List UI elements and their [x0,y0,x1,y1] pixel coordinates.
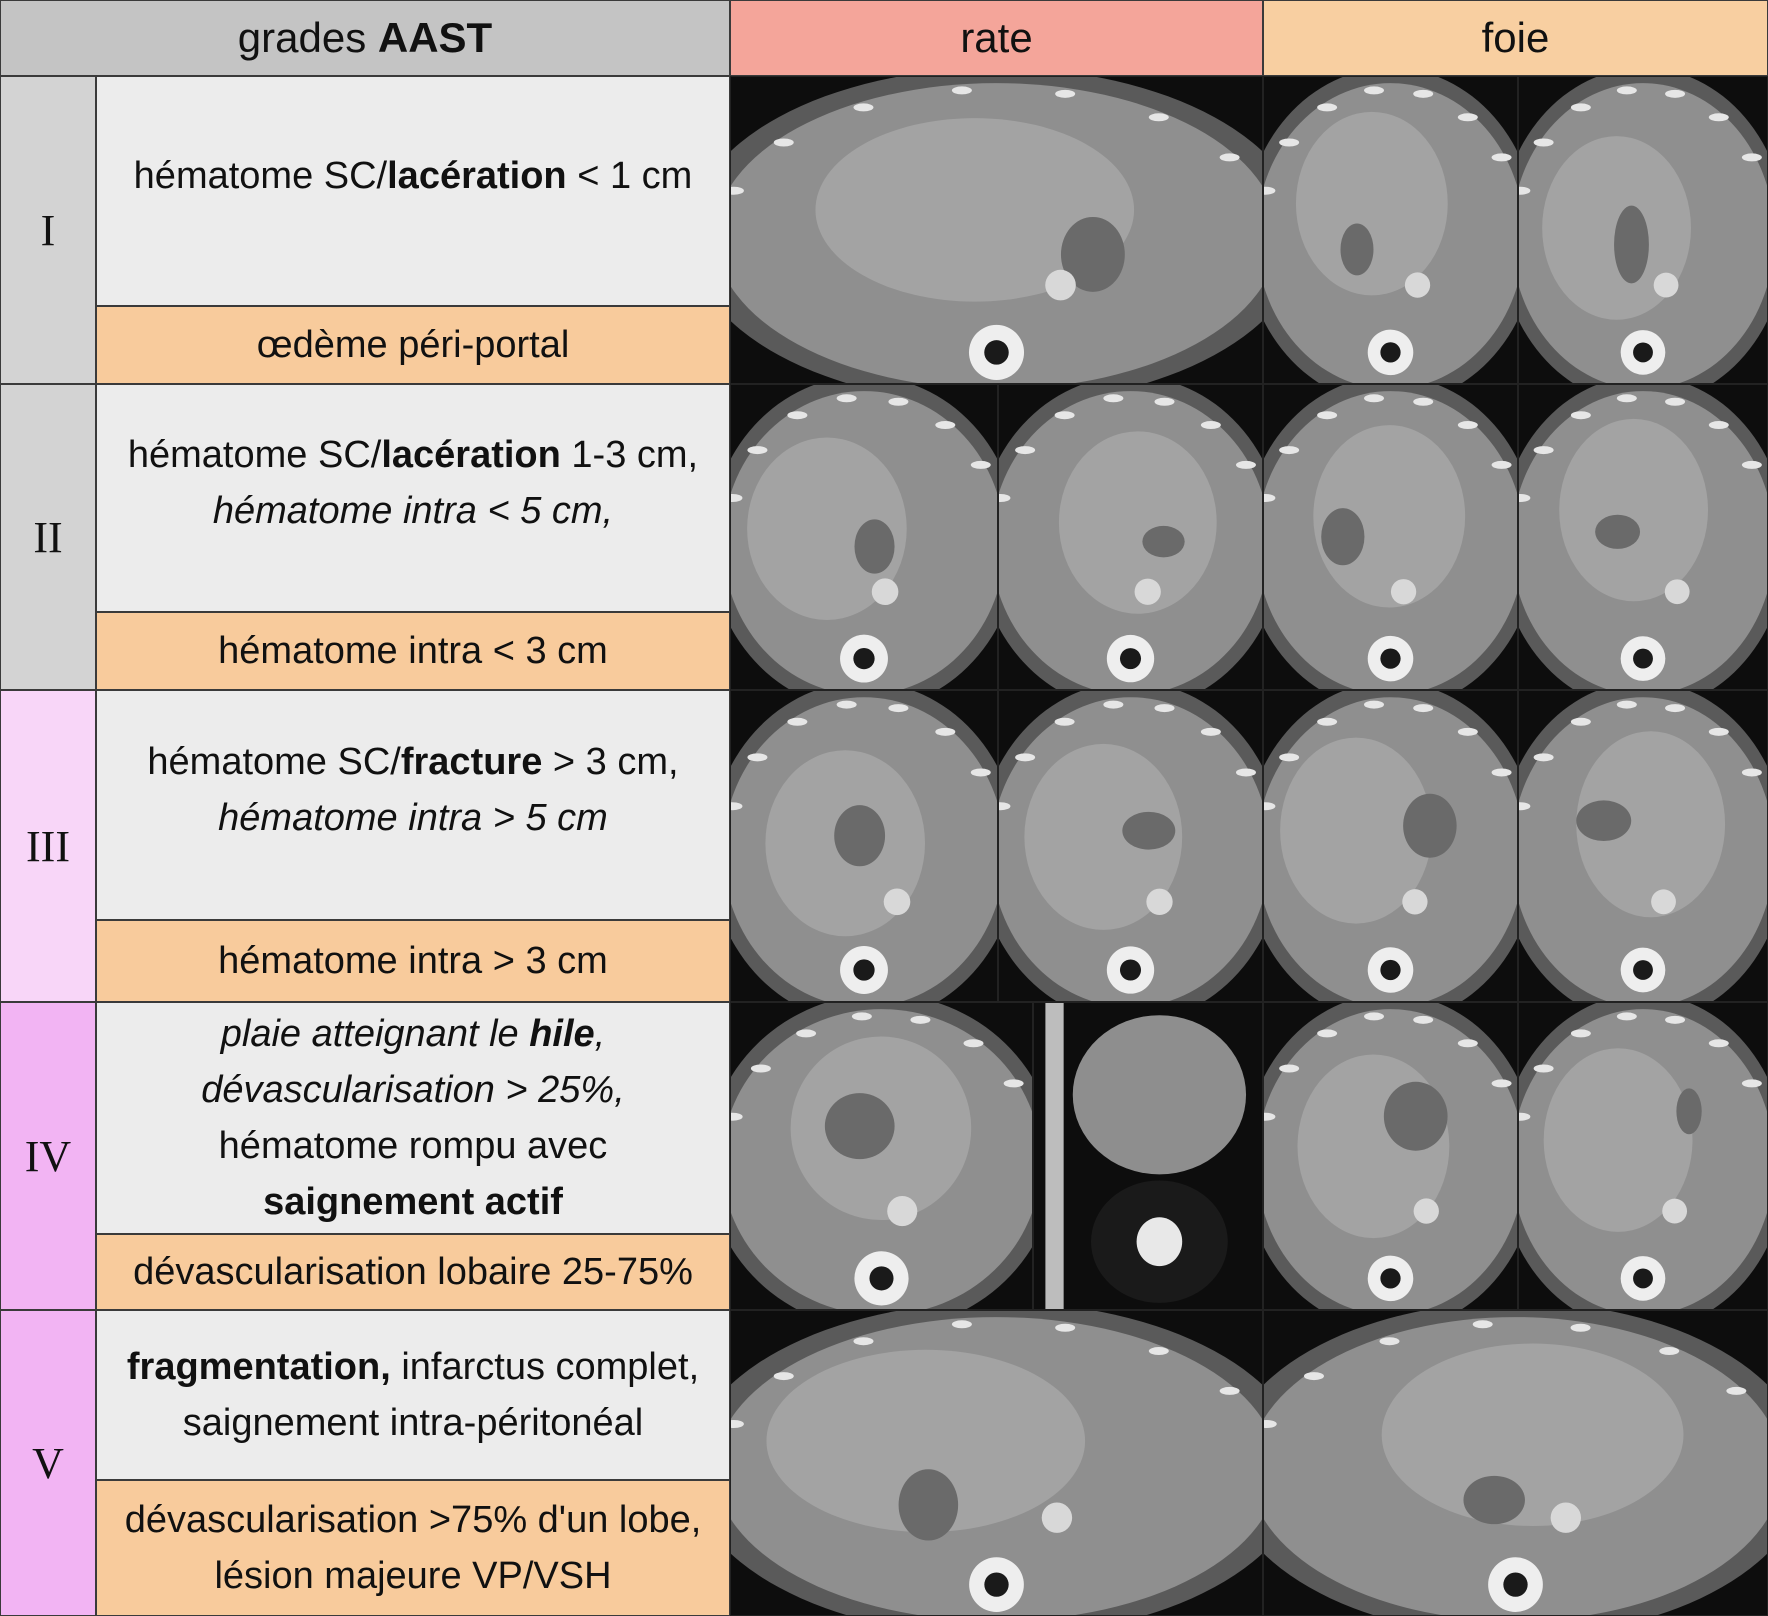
text-run: lacération [387,155,567,197]
description-cell-III: hématome SC/fracture > 3 cm, hématome int… [96,690,730,920]
text-run: hématome intra > 3 cm [218,940,608,982]
text-run: hématome intra > 5 cm [218,797,608,839]
header-foie: foie [1263,0,1768,76]
grade-cell-II: II [0,384,96,690]
ct-scan-graphic [1264,77,1517,383]
text-run: hématome rompu avec [218,1125,608,1167]
ct-image-foie-grade-II-a [1263,384,1518,690]
liver-criteria-cell-V: dévascularisation >75% d'un lobe, lésion … [96,1480,730,1616]
header-grades: grades AAST [0,0,730,76]
ct-scan-graphic [731,1311,1262,1615]
ct-image-foie-grade-III-a [1263,690,1518,1002]
text-run: saignement actif [263,1181,563,1223]
description-cell-IV: plaie atteignant le hile, dévascularisati… [96,1002,730,1234]
text-run: dévascularisation lobaire 25-75% [133,1251,693,1293]
text-run: saignement intra-péritonéal [182,1402,644,1444]
header-grades-prefix: grades [237,14,378,61]
grade-cell-I: I [0,76,96,384]
text-run: fragmentation, [126,1346,391,1388]
text-run: hématome intra < 3 cm [218,630,608,672]
grade-cell-IV: IV [0,1002,96,1310]
ct-image-rate-grade-III-b [998,690,1263,1002]
liver-criteria-line: hématome intra > 3 cm [218,933,608,989]
liver-criteria-line: dévascularisation >75% d'un lobe, [125,1492,702,1548]
ct-scan-graphic [1264,691,1517,1001]
liver-criteria-line: dévascularisation lobaire 25-75% [133,1244,693,1300]
liver-criteria-line: lésion majeure VP/VSH [125,1548,702,1604]
description-cell-I: hématome SC/lacération < 1 cm [96,76,730,306]
ct-scan-graphic [1519,385,1767,689]
ct-image-rate-grade-I [730,76,1263,384]
ct-scan-graphic [731,77,1262,383]
ct-scan-graphic [731,385,997,689]
description-line: saignement actif [201,1174,625,1230]
description-line: hématome SC/lacération < 1 cm [134,148,693,204]
text-run: hématome SC/ [147,741,401,783]
header-rate: rate [730,0,1263,76]
text-run: dévascularisation > 25%, [201,1069,625,1111]
liver-criteria-cell-I: œdème péri-portal [96,306,730,384]
text-run: fracture [400,741,543,783]
description-line: plaie atteignant le hile, [201,1006,625,1062]
description-line: hématome SC/fracture > 3 cm, [147,734,678,790]
liver-criteria-cell-III: hématome intra > 3 cm [96,920,730,1002]
text-run: infarctus complet, [390,1346,700,1388]
text-run: dévascularisation >75% d'un lobe, [124,1499,702,1541]
ct-scan-graphic [999,385,1262,689]
text-run: hématome SC/ [127,434,382,476]
ct-image-rate-grade-V [730,1310,1263,1616]
ct-scan-graphic [999,691,1262,1001]
ct-scan-graphic [1264,1311,1767,1615]
ct-scan-graphic [1264,385,1517,689]
ct-image-foie-grade-II-b [1518,384,1768,690]
ct-scan-graphic [1519,77,1767,383]
liver-criteria-line: œdème péri-portal [257,317,570,373]
text-run: > 3 cm, [542,741,679,783]
text-run: , [594,1013,606,1055]
ct-scan-graphic [1034,1003,1262,1309]
ct-image-foie-grade-V [1263,1310,1768,1616]
text-run: lacération [381,434,561,476]
description-line: hématome SC/lacération 1-3 cm, [128,427,698,483]
ct-image-foie-grade-III-b [1518,690,1768,1002]
ct-scan-graphic [731,691,997,1001]
text-run: 1-3 cm, [560,434,699,476]
description-line: saignement intra-péritonéal [127,1395,699,1451]
ct-image-rate-grade-III-a [730,690,998,1002]
description-line: hématome intra > 5 cm [147,790,678,846]
ct-image-rate-grade-IV-a [730,1002,1033,1310]
text-run: < 1 cm [566,155,693,197]
ct-scan-graphic [1519,1003,1767,1309]
ct-image-foie-grade-I-b [1518,76,1768,384]
ct-image-rate-grade-IV-b [1033,1002,1263,1310]
ct-scan-graphic [1264,1003,1517,1309]
grade-cell-V: V [0,1310,96,1616]
text-run: plaie atteignant le [220,1013,530,1055]
ct-image-rate-grade-II-b [998,384,1263,690]
liver-criteria-line: hématome intra < 3 cm [218,623,608,679]
ct-image-foie-grade-I-a [1263,76,1518,384]
ct-image-foie-grade-IV-a [1263,1002,1518,1310]
text-run: œdème péri-portal [256,324,570,366]
description-line: dévascularisation > 25%, [201,1062,625,1118]
text-run: lésion majeure VP/VSH [214,1555,612,1597]
description-line: fragmentation, infarctus complet, [127,1339,699,1395]
text-run: hile [529,1013,595,1055]
ct-image-foie-grade-IV-b [1518,1002,1768,1310]
grade-cell-III: III [0,690,96,1002]
ct-image-rate-grade-II-a [730,384,998,690]
ct-scan-graphic [731,1003,1032,1309]
ct-scan-graphic [1519,691,1767,1001]
description-cell-V: fragmentation, infarctus complet, saignem… [96,1310,730,1480]
liver-criteria-cell-II: hématome intra < 3 cm [96,612,730,690]
header-grades-bold: AAST [377,14,493,61]
description-line: hématome rompu avec [201,1118,625,1174]
description-cell-II: hématome SC/lacération 1-3 cm, hématome i… [96,384,730,612]
text-run: hématome intra < 5 cm, [212,490,614,532]
liver-criteria-cell-IV: dévascularisation lobaire 25-75% [96,1234,730,1310]
description-line: hématome intra < 5 cm, [128,483,698,539]
text-run: hématome SC/ [133,155,388,197]
